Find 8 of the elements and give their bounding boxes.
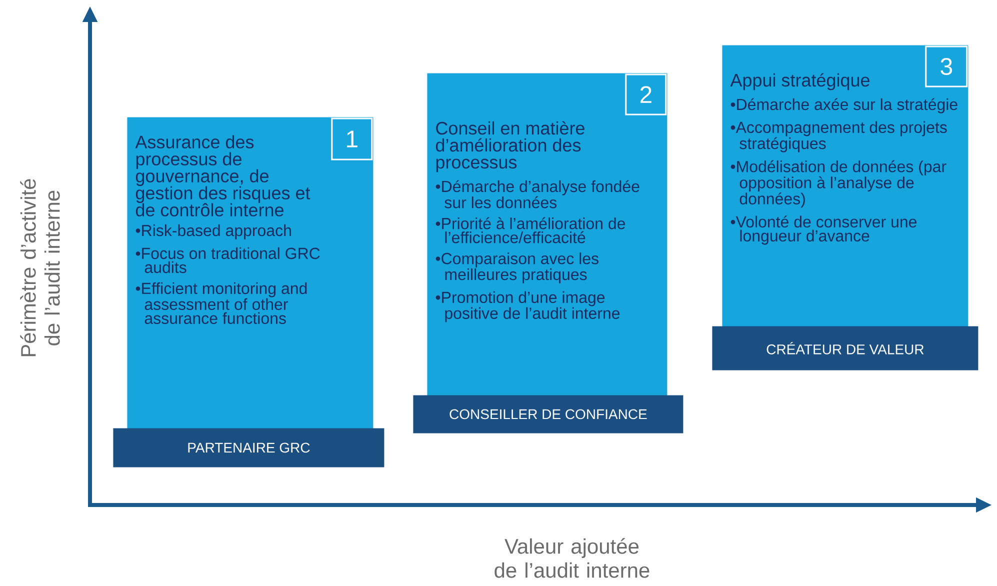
- banner-label: PARTENAIRE GRC: [113, 428, 384, 468]
- banner-label: CRÉATEUR DE VALEUR: [712, 326, 978, 370]
- axis-title: Valeur ajoutée de l’audit interne: [494, 538, 650, 578]
- axis-title: Périmètre d’activité de l’audit interne: [20, 179, 60, 356]
- number-badge: 3: [925, 46, 968, 88]
- number-badge: 1: [331, 118, 373, 160]
- number-badge: 2: [625, 74, 667, 116]
- banner-label: CONSEILLER DE CONFIANCE: [413, 395, 684, 434]
